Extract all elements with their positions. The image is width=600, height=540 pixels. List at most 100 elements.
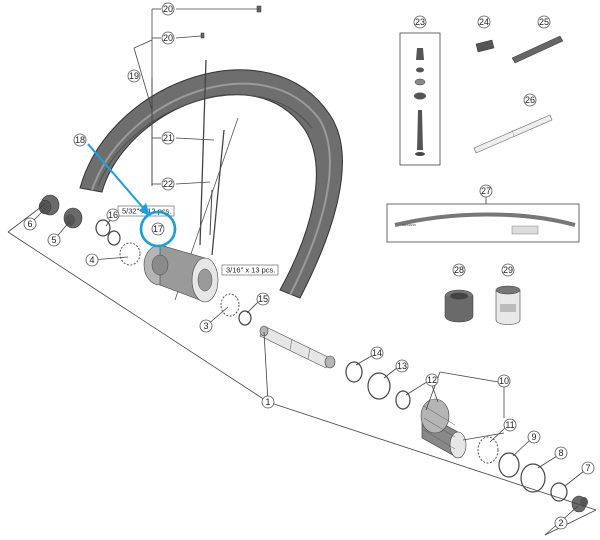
callout-5: 5 [47,233,61,247]
left-endcap-parts [38,194,141,266]
callout-27: 27 [479,184,493,198]
part-27-box [386,203,580,243]
callout-label: 16 [108,210,118,220]
callout-label: 6 [27,219,32,229]
callout-21: 21 [161,131,175,145]
callout-label: 24 [479,17,489,27]
callout-circle [523,93,537,107]
freehub-rings [345,361,411,410]
callout-12: 12 [425,373,439,387]
callout-24: 24 [477,15,491,29]
callout-circle [73,133,87,147]
svg-text:SHIMANO: SHIMANO [402,223,417,227]
callout-circle [479,184,493,198]
callout-circle [161,31,175,45]
callout-circle [47,233,61,247]
callout-label: 3 [203,321,208,331]
callout-circle [554,516,568,530]
callout-19: 19 [127,69,141,83]
callout-18: 18 [73,133,87,147]
callout-circle [261,395,275,409]
callout-16: 16 [106,208,120,222]
callout-label: 27 [481,186,491,196]
right-bearing-parts [220,293,252,326]
callout-label: 12 [427,375,437,385]
callout-9: 9 [527,430,541,444]
callout-20a: 20 [161,2,175,16]
callout-6: 6 [23,217,37,231]
callout-circle [23,217,37,231]
callout-1: 1 [261,395,275,409]
callout-label: 13 [397,361,407,371]
callout-circle [151,222,165,236]
right-endcap-parts [477,436,588,513]
highlight-arrow [87,143,146,211]
callout-circle [85,253,99,267]
part-23-box [399,32,441,166]
callout-circle [256,292,270,306]
callout-label: 7 [585,463,590,473]
axle [259,325,336,369]
callout-label: 20 [163,33,173,43]
callout-label: 8 [558,448,563,458]
callout-circle [477,15,491,29]
callout-circle [395,359,409,373]
note-box-right [221,264,279,276]
callout-28: 28 [452,263,466,277]
callout-label: 14 [372,348,382,358]
callout-label: 4 [89,255,94,265]
callout-label: 17 [153,224,163,234]
callout-label: 10 [499,376,509,386]
callout-circle [425,373,439,387]
highlight-ring-overlay [139,210,177,248]
callout-25: 25 [537,15,551,29]
callout-circle [161,177,175,191]
callout-circle [161,131,175,145]
callout-label: 22 [163,179,173,189]
highlight-arrowhead [139,203,150,216]
callout-label: 28 [454,265,464,275]
leader-lines [7,8,597,536]
callout-label: 21 [163,133,173,143]
callout-circle [527,430,541,444]
callout-22: 22 [161,177,175,191]
callout-20b: 20 [161,31,175,45]
callouts: 1 2 3 4 5 6 7 8 9 10 11 12 13 14 15 16 1… [23,2,595,530]
note-balls-right: 3/16" x 13 pcs. [226,266,275,275]
callout-15: 15 [256,292,270,306]
callout-circle [161,2,175,16]
callout-circle [199,319,213,333]
callout-17: 17 [151,222,165,236]
callout-8: 8 [554,446,568,460]
callout-label: 5 [51,235,56,245]
callout-label: 29 [503,265,513,275]
callout-14: 14 [370,346,384,360]
callout-23: 23 [413,15,427,29]
callout-circle [581,461,595,475]
callout-label: 1 [265,397,270,407]
callout-label: 2 [558,518,563,528]
callout-circle [452,263,466,277]
callout-circle [554,446,568,460]
accessory-parts: SHIMANO [386,32,580,325]
callout-label: 23 [415,17,425,27]
hub-shell [143,244,219,303]
callout-circle [501,263,515,277]
callout-10: 10 [497,374,511,388]
callout-circle [537,15,551,29]
callout-circle [503,418,517,432]
callout-26: 26 [523,93,537,107]
callout-circle [127,69,141,83]
callout-11: 11 [503,418,517,432]
callout-label: 20 [163,4,173,14]
spoke-nipple [200,32,205,39]
callout-7: 7 [581,461,595,475]
callout-label: 18 [75,135,85,145]
callout-circle [370,346,384,360]
callout-3: 3 [199,319,213,333]
callout-label: 11 [505,420,514,430]
callout-label: 19 [129,71,139,81]
callout-circle [497,374,511,388]
